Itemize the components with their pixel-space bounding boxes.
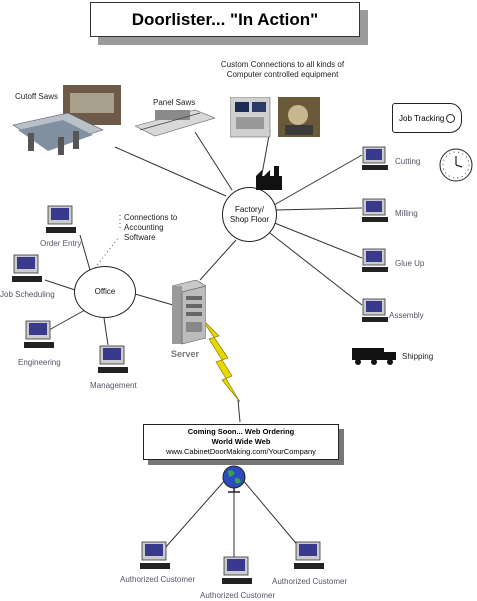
station-engineering-label: Engineering — [18, 358, 61, 367]
truck-icon — [352, 348, 396, 365]
job-tracking-tag: Job Tracking — [392, 103, 462, 133]
station-glueup-label: Glue Up — [395, 259, 425, 268]
computer-icon — [222, 556, 252, 584]
computer-icon — [12, 254, 42, 282]
station-job-scheduling-label: Job Scheduling — [0, 290, 55, 299]
computer-icon — [362, 198, 388, 222]
station-assembly-label: Assembly — [389, 311, 424, 320]
computer-icon — [24, 320, 54, 348]
tag-hole-icon — [446, 113, 455, 123]
custom-connections-label: Custom Connections to all kinds of Compu… — [220, 60, 345, 79]
factory-hub-label: Factory/ Shop Floor — [229, 204, 270, 224]
server-label: Server — [171, 349, 200, 359]
office-hub-label: Office — [94, 287, 116, 296]
job-tracking-label: Job Tracking — [399, 113, 445, 123]
station-milling-label: Milling — [395, 209, 418, 218]
computer-icon — [362, 146, 388, 170]
computer-icon — [140, 541, 170, 569]
cutoff-saw-machine-icon — [12, 85, 121, 155]
web-ordering-box: Coming Soon... Web Ordering World Wide W… — [143, 424, 339, 460]
clock-icon — [439, 148, 473, 182]
web-ordering-url[interactable]: www.CabinetDoorMaking.com/YourCompany — [166, 447, 316, 456]
customer-label: Authorized Customer — [272, 577, 348, 586]
panel-saws-label: Panel Saws — [153, 98, 196, 107]
factory-hub: Factory/ Shop Floor — [222, 187, 277, 242]
computer-icon — [98, 345, 128, 373]
accounting-label: Connections to Accounting Software — [124, 213, 178, 242]
lightning-bolt-icon — [200, 317, 241, 403]
cutoff-saws-label: Cutoff Saws — [15, 92, 58, 101]
web-ordering-line1: Coming Soon... Web Ordering — [187, 427, 295, 436]
customer-label: Authorized Customer — [200, 591, 276, 600]
shipping-label: Shipping — [402, 352, 434, 361]
page-title: Doorlister... "In Action" — [90, 2, 360, 37]
station-cutting-label: Cutting — [395, 157, 421, 166]
customer-label: Authorized Customer — [120, 575, 196, 584]
server-tower-icon — [172, 280, 206, 345]
computer-icon — [362, 248, 388, 272]
station-management-label: Management — [90, 381, 137, 390]
factory-icon — [256, 166, 282, 190]
web-ordering-line2: World Wide Web — [211, 437, 271, 446]
station-order-entry-label: Order Entry — [40, 239, 82, 248]
computer-icon — [294, 541, 324, 569]
office-hub: Office — [74, 266, 136, 318]
panel-saw-machine-icon — [135, 109, 215, 137]
cnc-equipment-icon — [230, 97, 320, 138]
computer-icon — [46, 205, 76, 233]
computer-icon — [362, 298, 388, 322]
globe-icon — [222, 465, 246, 493]
